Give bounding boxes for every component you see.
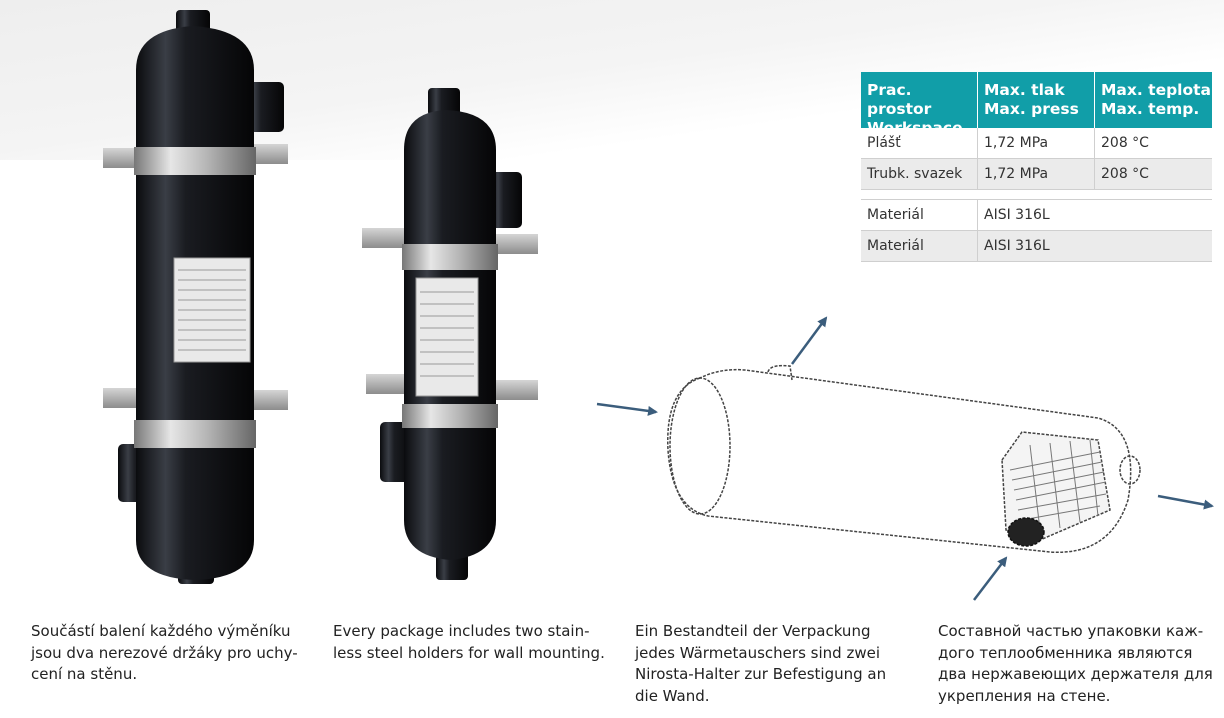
caption-line: jsou dva nerezové držáky pro uchy- bbox=[31, 643, 298, 662]
cell-material-value: AISI 316L bbox=[984, 238, 1050, 254]
caption-line: Součástí balení každého výměníku bbox=[31, 622, 291, 640]
cell-workspace: Plášť bbox=[861, 128, 978, 158]
caption-line: Составной частью упаковки каж- bbox=[938, 622, 1204, 640]
cell-workspace: Trubk. svazek bbox=[861, 159, 978, 189]
large-heat-exchanger bbox=[103, 10, 288, 584]
header-workspace-en: Workspace bbox=[867, 119, 963, 137]
caption-german: Ein Bestandteil der Verpackung jedes Wär… bbox=[635, 621, 915, 707]
table-row: Plášť 1,72 MPa 208 °C bbox=[861, 128, 1212, 159]
spec-table-header: Prac. prostor Workspace Max. tlak Max. p… bbox=[861, 72, 1212, 137]
caption-czech: Součástí balení každého výměníku jsou dv… bbox=[31, 621, 311, 686]
caption-english: Every package includes two stain- less s… bbox=[333, 621, 613, 664]
flow-arrows bbox=[596, 316, 1214, 601]
exchanger-line-drawing bbox=[667, 364, 1141, 553]
spec-table: Prac. prostor Workspace Max. tlak Max. p… bbox=[861, 72, 1212, 262]
caption-line: укрепления на стене. bbox=[938, 686, 1111, 705]
header-max-press-en: Max. press bbox=[984, 100, 1079, 118]
table-row: Trubk. svazek 1,72 MPa 208 °C bbox=[861, 159, 1212, 190]
header-workspace-cs: Prac. prostor bbox=[867, 81, 932, 118]
header-max-temp: Max. teplota Max. temp. bbox=[1095, 72, 1212, 128]
caption-line: less steel holders for wall mounting. bbox=[333, 643, 605, 662]
caption-russian: Составной частью упаковки каж- дого тепл… bbox=[938, 621, 1218, 707]
cell-temp: 208 °C bbox=[1101, 166, 1149, 182]
arrow-out-top bbox=[790, 316, 828, 365]
arrow-in-left bbox=[596, 402, 658, 416]
cell-press: 1,72 MPa bbox=[978, 159, 1095, 189]
small-heat-exchanger bbox=[362, 88, 538, 580]
header-max-temp-cs: Max. teplota bbox=[1101, 81, 1212, 99]
header-max-press: Max. tlak Max. press bbox=[978, 72, 1095, 128]
cell-material-label: Materiál bbox=[861, 231, 978, 261]
arrow-in-bottom bbox=[973, 556, 1008, 601]
cell-press: 1,72 MPa bbox=[978, 128, 1095, 158]
cell-material-value: AISI 316L bbox=[984, 207, 1050, 223]
caption-line: Nirosta-Halter zur Befestigung an bbox=[635, 665, 887, 683]
header-max-temp-en: Max. temp. bbox=[1101, 100, 1200, 118]
header-workspace: Prac. prostor Workspace bbox=[861, 72, 978, 137]
caption-line: cení na stěnu. bbox=[31, 665, 138, 683]
header-max-press-cs: Max. tlak bbox=[984, 81, 1065, 99]
caption-line: дого теплообменника являются bbox=[938, 643, 1193, 662]
table-row: Materiál AISI 316L bbox=[861, 231, 1212, 262]
cell-temp: 208 °C bbox=[1101, 135, 1149, 151]
cell-material-label: Materiál bbox=[861, 200, 978, 230]
table-separator bbox=[861, 190, 1212, 200]
caption-line: два нержавеющих держателя для bbox=[938, 665, 1213, 683]
table-row: Materiál AISI 316L bbox=[861, 200, 1212, 231]
caption-line: die Wand. bbox=[635, 686, 710, 705]
caption-line: jedes Wärmetauschers sind zwei bbox=[635, 643, 880, 662]
caption-line: Ein Bestandteil der Verpackung bbox=[635, 622, 871, 640]
arrow-out-right bbox=[1157, 494, 1214, 510]
caption-line: Every package includes two stain- bbox=[333, 622, 590, 640]
